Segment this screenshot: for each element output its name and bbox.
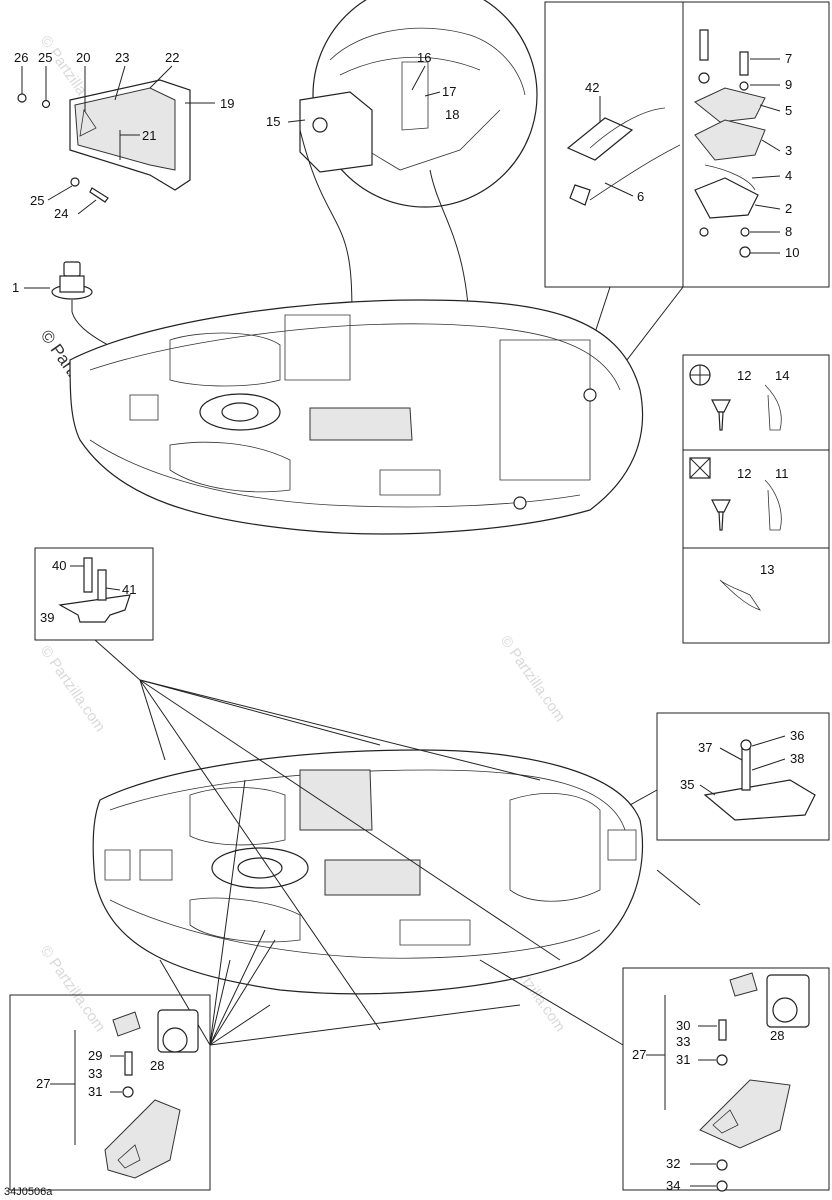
callout-27: 27: [632, 1047, 646, 1062]
callout-2: 2: [785, 201, 792, 216]
latch-base-upper: [694, 87, 766, 123]
callout-16: 16: [417, 50, 431, 65]
callout-21: 21: [142, 128, 156, 143]
callout-13: 13: [760, 562, 774, 577]
callout-24: 24: [54, 206, 68, 221]
bumper-pad: [703, 779, 816, 821]
callout-31: 31: [88, 1084, 102, 1099]
legend-frame: [682, 354, 830, 644]
callout-11: 11: [775, 466, 789, 481]
callout-28: 28: [770, 1028, 784, 1043]
diagram-code: 34J0506a: [4, 1186, 53, 1198]
callout-28: 28: [150, 1058, 164, 1073]
callout-6: 6: [637, 189, 644, 204]
callout-34: 34: [666, 1178, 680, 1193]
fender-box-right: [622, 967, 830, 1192]
callout-25: 25: [38, 50, 52, 65]
callout-23: 23: [115, 50, 129, 65]
fender-base: [699, 1079, 791, 1149]
upper-deck: [69, 299, 644, 535]
latch-assembly-box: [539, 1, 830, 501]
callout-33: 33: [676, 1034, 690, 1049]
screw-head: [17, 93, 27, 103]
callout-33: 33: [88, 1066, 102, 1081]
callout-12: 12: [737, 466, 751, 481]
callout-25: 25: [30, 193, 44, 208]
glove-box-assembly: [17, 79, 191, 203]
callout-9: 9: [785, 77, 792, 92]
callout-35: 35: [680, 777, 694, 792]
callout-19: 19: [220, 96, 234, 111]
callout-30: 30: [676, 1018, 690, 1033]
callout-32: 32: [666, 1156, 680, 1171]
leader-lines: [139, 679, 701, 1046]
lower-hull: [92, 749, 644, 995]
callout-37: 37: [698, 740, 712, 755]
callout-7: 7: [785, 51, 792, 66]
callout-41: 41: [122, 582, 136, 597]
fastener-legend-boxes: [682, 354, 830, 644]
fender-frame-left: [9, 994, 211, 1191]
callout-36: 36: [790, 728, 804, 743]
callout-42: 42: [585, 80, 599, 95]
bumper-frame: [656, 712, 830, 841]
bumper-box: [656, 712, 830, 841]
callout-15: 15: [266, 114, 280, 129]
callout-8: 8: [785, 224, 792, 239]
watermark-text: © Partzilla.com: [37, 943, 109, 1036]
cover-cap: [112, 1011, 141, 1037]
fender-base: [104, 1099, 181, 1179]
fender-box-left: [9, 994, 211, 1191]
callout-20: 20: [76, 50, 90, 65]
latch-plate: [694, 177, 759, 219]
callout-31: 31: [676, 1052, 690, 1067]
screw: [89, 187, 109, 203]
callout-40: 40: [52, 558, 66, 573]
watermark-text: © Partzilla.com: [497, 633, 569, 726]
callout-26: 26: [14, 50, 28, 65]
callout-22: 22: [165, 50, 179, 65]
assembly-frame: [544, 1, 830, 288]
label-leaders: [21, 58, 786, 1187]
callout-labels: 26 25 20 23 22 19 21 25 24 1 15 16 17 18…: [4, 50, 804, 1198]
cable-handle: [569, 184, 591, 206]
callout-5: 5: [785, 103, 792, 118]
cleat-frame: [34, 547, 154, 641]
callout-27: 27: [36, 1076, 50, 1091]
storage-compartment: [299, 91, 373, 173]
callout-10: 10: [785, 245, 799, 260]
cleat: [58, 594, 131, 623]
callout-39: 39: [40, 610, 54, 625]
callout-1: 1: [12, 280, 19, 295]
latch-base: [694, 119, 766, 161]
callout-18: 18: [445, 107, 459, 122]
callout-4: 4: [785, 168, 792, 183]
callout-12: 12: [737, 368, 751, 383]
cover-cap: [729, 972, 758, 997]
callout-3: 3: [785, 143, 792, 158]
callout-14: 14: [775, 368, 789, 383]
watermark-text: © Partzilla.com: [37, 643, 109, 736]
console-detail: [299, 0, 538, 361]
callout-29: 29: [88, 1048, 102, 1063]
hinge: [79, 108, 97, 137]
fender-frame-right: [622, 967, 830, 1191]
washer: [41, 99, 51, 109]
cleat-box: [34, 547, 154, 681]
callout-38: 38: [790, 751, 804, 766]
washer: [70, 177, 80, 187]
callout-17: 17: [442, 84, 456, 99]
